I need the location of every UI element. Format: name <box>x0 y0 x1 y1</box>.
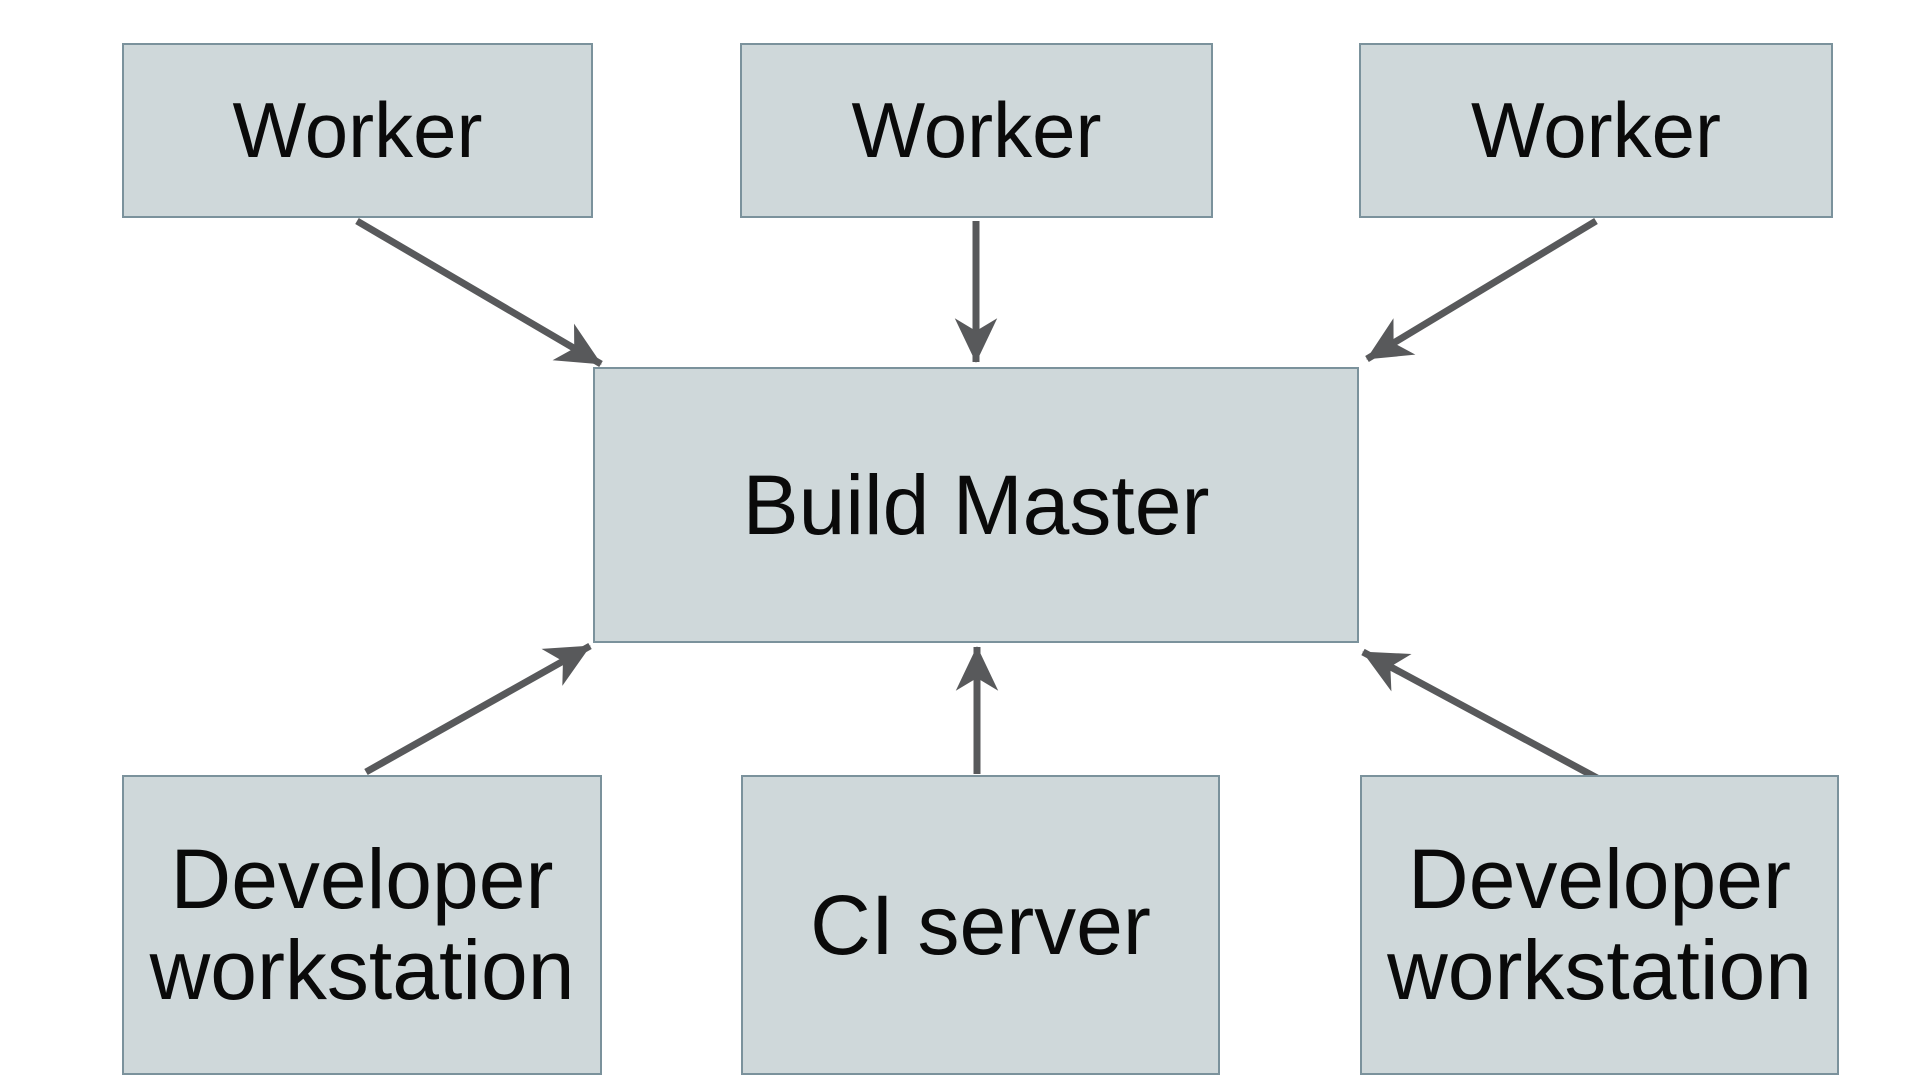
arrow-dev-left-to-build-master <box>364 642 592 776</box>
node-build-master-label: Build Master <box>742 457 1210 552</box>
arrow-worker3-to-build-master <box>1365 218 1598 362</box>
node-ci-server[interactable]: CI server <box>741 775 1220 1075</box>
node-ci-server-label: CI server <box>810 877 1151 972</box>
node-worker-3[interactable]: Worker <box>1359 43 1833 218</box>
node-worker-1-label: Worker <box>232 85 483 174</box>
node-developer-workstation-left-label: Developer workstation <box>149 832 575 1017</box>
arrow-worker1-to-build-master <box>355 217 603 368</box>
node-worker-2-label: Worker <box>851 85 1102 174</box>
node-worker-1[interactable]: Worker <box>122 43 593 218</box>
node-developer-workstation-right[interactable]: Developer workstation <box>1360 775 1839 1075</box>
node-worker-2[interactable]: Worker <box>740 43 1213 218</box>
arrow-dev-right-to-build-master <box>1361 648 1599 782</box>
node-worker-3-label: Worker <box>1471 85 1721 174</box>
node-developer-workstation-left[interactable]: Developer workstation <box>122 775 602 1075</box>
node-build-master[interactable]: Build Master <box>593 367 1359 643</box>
node-developer-workstation-right-label: Developer workstation <box>1387 832 1812 1017</box>
